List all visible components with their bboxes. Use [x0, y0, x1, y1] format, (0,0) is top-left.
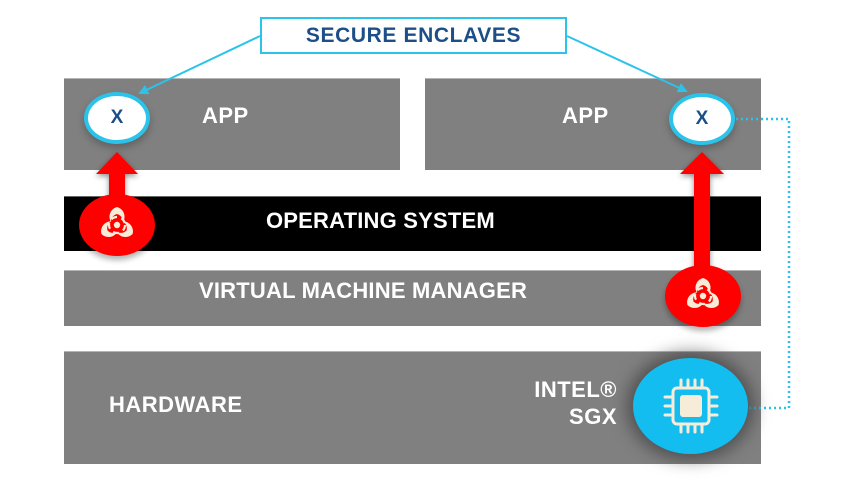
enclave-right[interactable]: X	[669, 93, 735, 145]
intel-sgx-label: INTEL® SGX	[517, 376, 617, 430]
hardware-label: HARDWARE	[109, 392, 243, 417]
intel-label: INTEL®	[534, 377, 617, 402]
hardware-layer: HARDWARE INTEL® SGX	[64, 351, 761, 464]
app-right-label: APP	[562, 103, 609, 128]
app-left-label: APP	[202, 103, 249, 128]
secure-enclaves-title: SECURE ENCLAVES	[260, 17, 567, 54]
operating-system-label: OPERATING SYSTEM	[266, 208, 495, 233]
enclave-left[interactable]: X	[84, 92, 150, 144]
virtual-machine-manager-layer: VIRTUAL MACHINE MANAGER	[64, 270, 761, 326]
biohazard-icon	[683, 278, 723, 312]
vmm-label: VIRTUAL MACHINE MANAGER	[199, 278, 528, 303]
sgx-label: SGX	[569, 404, 617, 429]
threat-badge-right	[665, 265, 741, 327]
sgx-chip-badge	[633, 358, 748, 454]
operating-system-layer: OPERATING SYSTEM	[64, 196, 761, 251]
cpu-chip-icon	[663, 378, 718, 434]
biohazard-icon	[97, 207, 137, 241]
enclave-right-label: X	[695, 108, 709, 129]
enclave-left-label: X	[110, 107, 124, 128]
threat-badge-left	[79, 194, 155, 256]
